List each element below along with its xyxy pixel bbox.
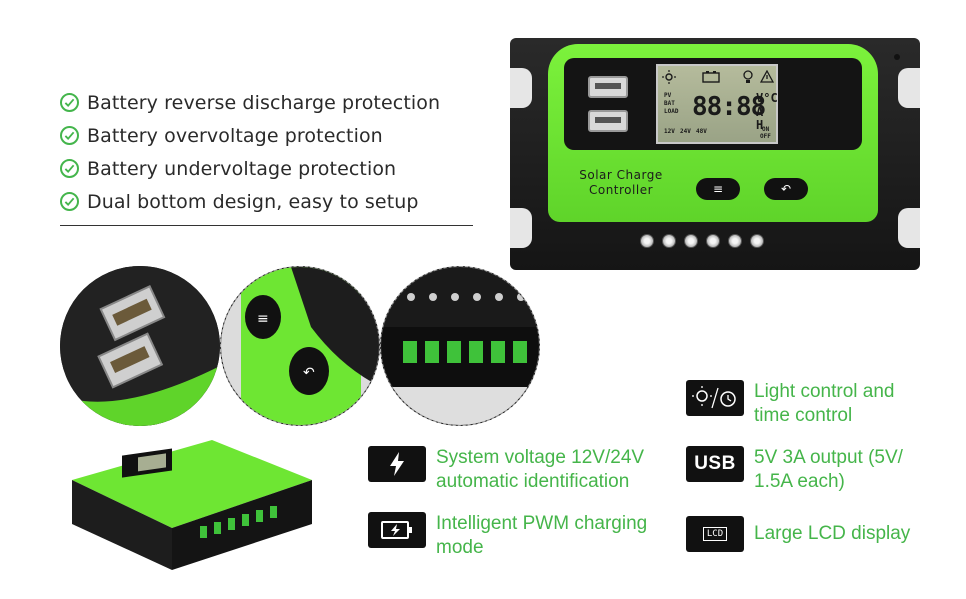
lcd-screen: PV BAT LOAD 88:88 V°C A H 12V 24V 48V ON…	[656, 64, 778, 144]
terminal-screw	[684, 234, 698, 248]
divider-line	[60, 225, 473, 226]
lcd-bat-label: BAT	[664, 100, 675, 107]
check-circle-icon	[60, 93, 79, 112]
light-clock-icon	[686, 380, 744, 416]
feature-line: Large LCD display	[754, 523, 911, 544]
feature-pwm: Intelligent PWM charging mode	[368, 512, 647, 560]
feature-text: Intelligent PWM charging mode	[436, 512, 647, 560]
feature-bullet-list: Battery reverse discharge protection Bat…	[60, 86, 480, 218]
feature-text: Light control and time control	[754, 380, 895, 428]
svg-text:≡: ≡	[257, 311, 269, 327]
feature-usb: USB 5V 3A output (5V/ 1.5A each)	[686, 446, 903, 494]
terminal-screw	[750, 234, 764, 248]
feature-line: Intelligent PWM charging	[436, 513, 648, 534]
terminal-screw	[728, 234, 742, 248]
lcd-icon: LCD	[686, 516, 744, 552]
return-icon: ↶	[780, 182, 792, 196]
bullet-text: Battery overvoltage protection	[87, 124, 383, 147]
feature-light-time: Light control and time control	[686, 380, 895, 428]
usb-ports-closeup	[60, 266, 220, 426]
usb-port-1	[588, 76, 628, 98]
lcd-48v-label: 48V	[696, 128, 707, 135]
controller-side-view	[62, 440, 322, 580]
controller-green-face: PV BAT LOAD 88:88 V°C A H 12V 24V 48V ON…	[548, 44, 900, 222]
lcd-icon-label: LCD	[702, 527, 728, 541]
bullet-text: Battery undervoltage protection	[87, 157, 397, 180]
status-led	[894, 54, 900, 60]
check-circle-icon	[60, 192, 79, 211]
bullet-item: Battery reverse discharge protection	[60, 86, 480, 119]
lcd-unit-bottom: A H	[756, 105, 764, 132]
mounting-ear	[510, 68, 532, 108]
feature-line: 1.5A each)	[754, 471, 845, 492]
lcd-load-label: LOAD	[664, 108, 679, 115]
mounting-ear	[898, 68, 920, 108]
bullet-text: Battery reverse discharge protection	[87, 91, 441, 114]
feature-voltage: System voltage 12V/24V automatic identif…	[368, 446, 644, 494]
return-button[interactable]: ↶	[764, 178, 808, 200]
check-circle-icon	[60, 159, 79, 178]
bullet-text: Dual bottom design, easy to setup	[87, 190, 419, 213]
feature-line: mode	[436, 537, 484, 558]
brand-label: Solar Charge Controller	[566, 168, 676, 198]
battery-icon	[702, 71, 720, 83]
feature-text: Large LCD display	[754, 522, 910, 546]
feature-lcd: LCD Large LCD display	[686, 516, 910, 552]
feature-line: Light control and	[754, 381, 895, 402]
menu-button[interactable]: ≡	[696, 178, 740, 200]
svg-text:↶: ↶	[303, 365, 315, 381]
lcd-digits: 88:88	[692, 92, 766, 122]
lcd-12v-label: 12V	[664, 128, 675, 135]
bullet-item: Dual bottom design, easy to setup	[60, 185, 480, 218]
lcd-pv-label: PV	[664, 92, 672, 99]
brand-line-2: Controller	[588, 183, 654, 197]
bullet-item: Battery overvoltage protection	[60, 119, 480, 152]
terminals-closeup	[380, 266, 540, 426]
feature-line: automatic identification	[436, 471, 630, 492]
bulb-icon	[743, 70, 753, 83]
usb-icon: USB	[686, 446, 744, 482]
feature-line: 5V 3A output (5V/	[754, 447, 903, 468]
mounting-ear	[510, 208, 532, 248]
bullet-item: Battery undervoltage protection	[60, 152, 480, 185]
buttons-closeup: ≡ ↶	[220, 266, 380, 426]
sun-icon	[662, 70, 676, 84]
lightning-icon	[368, 446, 426, 482]
check-circle-icon	[60, 126, 79, 145]
terminal-screw	[662, 234, 676, 248]
solar-charge-controller: PV BAT LOAD 88:88 V°C A H 12V 24V 48V ON…	[510, 38, 920, 270]
battery-charge-icon	[368, 512, 426, 548]
feature-line: time control	[754, 405, 853, 426]
lcd-panel: PV BAT LOAD 88:88 V°C A H 12V 24V 48V ON…	[564, 58, 862, 150]
brand-line-1: Solar Charge	[579, 168, 663, 182]
usb-port-2	[588, 110, 628, 132]
feature-text: System voltage 12V/24V automatic identif…	[436, 446, 644, 494]
warning-icon	[760, 70, 774, 83]
lcd-off-label: OFF	[760, 133, 771, 140]
lcd-unit-top: V°C	[756, 91, 778, 105]
terminal-screw	[640, 234, 654, 248]
lcd-24v-label: 24V	[680, 128, 691, 135]
terminal-screw	[706, 234, 720, 248]
mounting-ear	[898, 208, 920, 248]
feature-text: 5V 3A output (5V/ 1.5A each)	[754, 446, 903, 494]
terminal-screws	[640, 234, 764, 248]
lcd-on-label: ON	[762, 126, 770, 133]
menu-icon: ≡	[712, 182, 724, 196]
feature-line: System voltage 12V/24V	[436, 447, 645, 468]
